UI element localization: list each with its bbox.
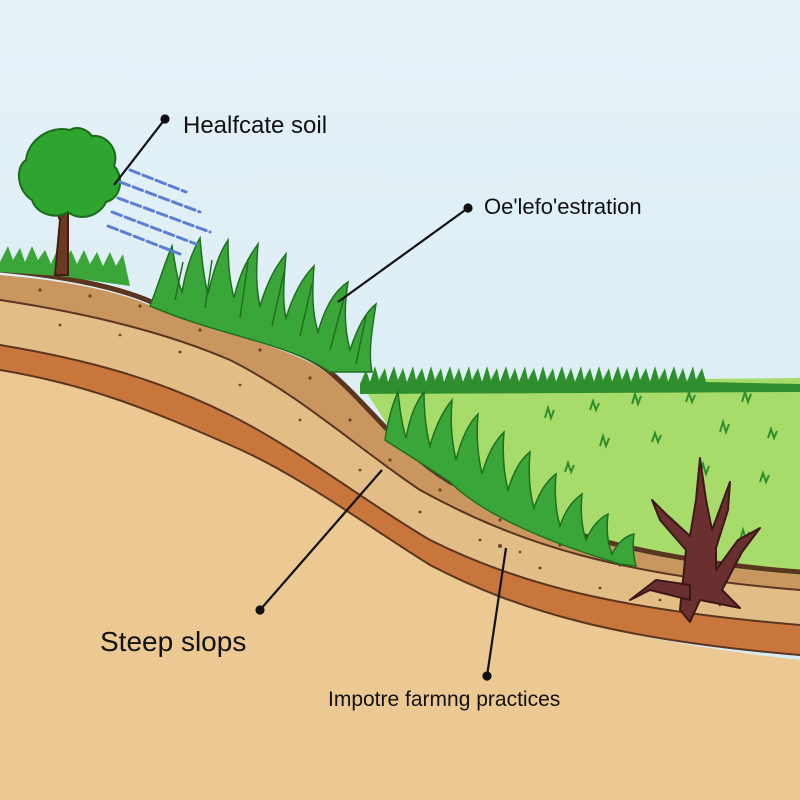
field-grass-fringe — [360, 366, 800, 394]
grass-clump-upper — [149, 235, 378, 373]
clay-band — [0, 345, 800, 655]
subsoil-sand — [0, 360, 800, 800]
dead-tree-stump — [629, 457, 761, 623]
label-farming-practices: Impotre farmng practices — [328, 688, 561, 711]
soil-band — [0, 300, 800, 625]
wind-lines — [106, 168, 212, 256]
label-pointers — [113, 114, 508, 681]
soil-speckles — [38, 288, 722, 607]
tree-icon — [17, 127, 122, 276]
label-steep-slopes: Steep slops — [100, 626, 247, 657]
grass-clump-lower — [384, 389, 637, 567]
label-healthy-soil: Healfcate soil — [183, 112, 328, 139]
topsoil-band — [0, 275, 800, 590]
label-deforestation: Oe'lefo'estration — [484, 194, 642, 219]
